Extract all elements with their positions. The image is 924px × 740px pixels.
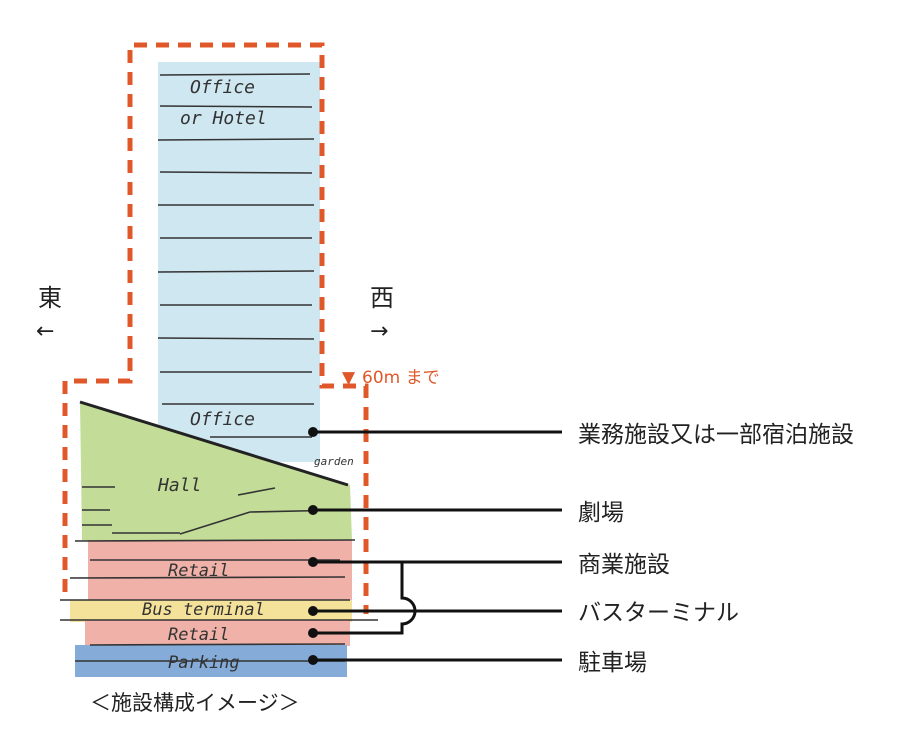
legend-bus-terminal: バスターミナル — [578, 600, 739, 626]
garden-label: garden — [314, 455, 354, 468]
leader-dots — [308, 427, 318, 665]
retail-upper-zone — [88, 540, 352, 602]
west-arrow: → — [370, 319, 388, 344]
hall-zone — [80, 402, 352, 540]
office-hotel-zone — [158, 62, 320, 462]
legend-theater: 劇場 — [578, 500, 624, 526]
office-hotel-label-1: Office — [190, 77, 255, 98]
diagram-caption: ＜施設構成イメージ＞ — [90, 691, 300, 715]
retail-lower-label: Retail — [168, 625, 229, 645]
height-limit-label: 60m まで — [362, 368, 440, 388]
office-label: Office — [190, 409, 255, 430]
bus-terminal-label: Bus terminal — [142, 600, 265, 620]
legend-commercial: 商業施設 — [578, 552, 670, 578]
height-envelope-outline — [62, 42, 369, 614]
retail-upper-label: Retail — [168, 561, 229, 581]
retail-lower-zone — [85, 620, 350, 646]
east-label: 東 — [38, 284, 62, 312]
floor-lines — [60, 73, 378, 662]
east-arrow: ← — [36, 319, 54, 344]
leader-lines — [313, 430, 562, 662]
parking-label: Parking — [168, 653, 240, 673]
height-limit-marker: ▼ — [342, 368, 356, 388]
legend-office-lodging: 業務施設又は一部宿泊施設 — [578, 422, 854, 448]
bus-terminal-zone — [70, 600, 352, 622]
legend-parking: 駐車場 — [578, 650, 647, 676]
west-label: 西 — [370, 284, 394, 312]
hall-label: Hall — [157, 475, 201, 496]
office-hotel-label-2: or Hotel — [180, 108, 267, 129]
